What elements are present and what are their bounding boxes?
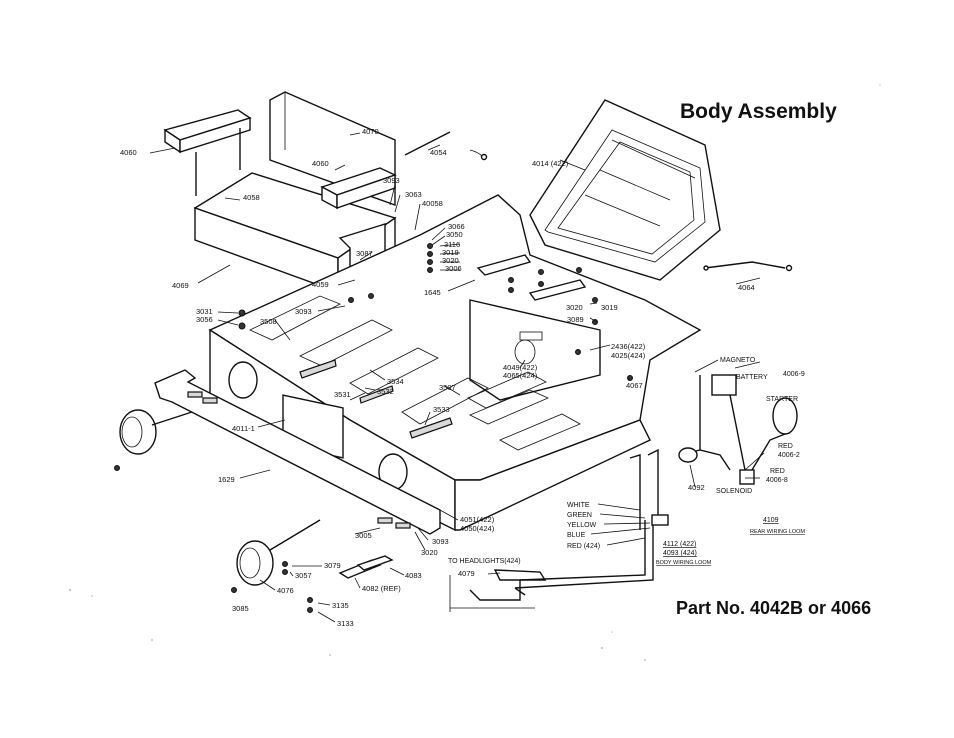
label-4054: 4054 xyxy=(430,148,447,157)
label-3063: 3063 xyxy=(405,190,422,199)
label-3020: 3020 xyxy=(421,548,438,557)
label-red: RED xyxy=(770,468,785,475)
front-bumper xyxy=(154,369,441,535)
label-3507: 3507 xyxy=(439,383,456,392)
label-3057: 3057 xyxy=(295,571,312,580)
label-green: GREEN xyxy=(567,512,592,519)
label-4014: 4014 (422) xyxy=(532,159,569,168)
label-rear-wiring-loom: REAR WIRING LOOM xyxy=(750,529,805,535)
label-4011-1: 4011-1 xyxy=(232,424,255,433)
part-number: Part No. 4042B or 4066 xyxy=(676,598,872,618)
armrest-right xyxy=(320,167,397,210)
label-3508: 3508 xyxy=(260,317,277,326)
label-3116: 3116 xyxy=(444,240,460,249)
label-3019: 3019 xyxy=(601,303,618,312)
label-3093: 3093 xyxy=(383,176,400,185)
label-4025: 4025(424) xyxy=(611,351,646,360)
scan-noise xyxy=(68,84,881,661)
label-3093: 3093 xyxy=(432,537,449,546)
label-4070: 4070 xyxy=(362,127,379,136)
label-4006-8: 4006-8 xyxy=(766,477,788,484)
label-4049: 4049(422) xyxy=(503,363,538,372)
wiring-labels: MAGNETO 4006-9 BATTERY STARTER RED 4006-… xyxy=(448,357,805,566)
label-battery: BATTERY xyxy=(736,374,768,381)
part-labels: 4060 4070 4060 4058 4069 3093 3063 40058… xyxy=(120,127,755,628)
label-4083: 4083 xyxy=(405,571,422,580)
label-4051: 4051(422) xyxy=(460,515,495,524)
label-4060: 4060 xyxy=(120,148,137,157)
label-4064: 4064 xyxy=(738,283,755,292)
label-40058: 40058 xyxy=(422,199,443,208)
label-3085: 3085 xyxy=(232,604,249,613)
label-3533: 3533 xyxy=(433,405,450,414)
label-3532: 3532 xyxy=(377,387,394,396)
label-4067: 4067 xyxy=(626,381,643,390)
label-4006-9: 4006-9 xyxy=(783,371,805,378)
label-3133: 3133 xyxy=(337,619,354,628)
label-4076: 4076 xyxy=(277,586,294,595)
label-3534: 3534 xyxy=(387,377,404,386)
label-3531: 3531 xyxy=(334,390,351,399)
bracket-4082 xyxy=(338,555,394,579)
headlight-lower xyxy=(231,519,321,593)
label-3079: 3079 xyxy=(324,561,341,570)
cable-4054 xyxy=(404,131,488,161)
label-solenoid: SOLENOID xyxy=(716,488,752,495)
bracket-1645 xyxy=(476,254,587,301)
label-body-wiring-loom: BODY WIRING LOOM xyxy=(656,560,712,566)
label-4060: 4060 xyxy=(312,159,329,168)
label-yellow: YELLOW xyxy=(567,522,597,529)
label-2436: 2436(422) xyxy=(611,342,646,351)
label-4109: 4109 xyxy=(763,517,779,524)
label-3087: 3087 xyxy=(356,249,373,258)
label-3066: 3066 xyxy=(448,222,465,231)
headlight-upper xyxy=(114,409,193,471)
label-3020: 3020 xyxy=(442,256,459,265)
label-3089: 3089 xyxy=(567,315,584,324)
label-4065: 4065(424) xyxy=(503,371,538,380)
label-3005: 3005 xyxy=(355,531,372,540)
label-4093: 4093 (424) xyxy=(663,550,697,557)
label-3093: 3093 xyxy=(295,307,312,316)
label-starter: STARTER xyxy=(766,396,798,403)
cable-4064 xyxy=(703,261,793,272)
leader-lines xyxy=(149,132,765,623)
label-1629: 1629 xyxy=(218,475,235,484)
label-1645: 1645 xyxy=(424,288,441,297)
label-4058: 4058 xyxy=(243,193,260,202)
label-white: WHITE xyxy=(567,502,590,509)
label-magneto: MAGNETO xyxy=(720,357,756,364)
label-4079: 4079 xyxy=(458,569,475,578)
label-3135: 3135 xyxy=(332,601,349,610)
label-4069: 4069 xyxy=(172,281,189,290)
label-4059: 4059 xyxy=(312,280,329,289)
armrest-left xyxy=(163,109,252,154)
label-4112: 4112 (422) xyxy=(663,541,696,548)
tub-seat xyxy=(529,99,721,281)
label-red: RED xyxy=(778,443,793,450)
diagram-title: Body Assembly xyxy=(680,100,837,123)
label-4006-2: 4006-2 xyxy=(778,452,800,459)
label-4082: 4082 (REF) xyxy=(362,584,401,593)
label-3031: 3031 xyxy=(196,307,213,316)
label-red-424: RED (424) xyxy=(567,543,600,550)
seat-bracket-left xyxy=(195,128,241,196)
label-3020: 3020 xyxy=(566,303,583,312)
label-blue: BLUE xyxy=(567,532,586,539)
label-4092: 4092 xyxy=(688,483,705,492)
label-3006: 3006 xyxy=(445,264,462,273)
label-3019: 3019 xyxy=(442,248,459,257)
hardware-column xyxy=(238,243,633,613)
label-4050: 4050(424) xyxy=(460,524,495,533)
label-3056: 3056 xyxy=(196,315,213,324)
label-3050: 3050 xyxy=(446,230,463,239)
label-to-headlights: TO HEADLIGHTS(424) xyxy=(448,558,521,565)
